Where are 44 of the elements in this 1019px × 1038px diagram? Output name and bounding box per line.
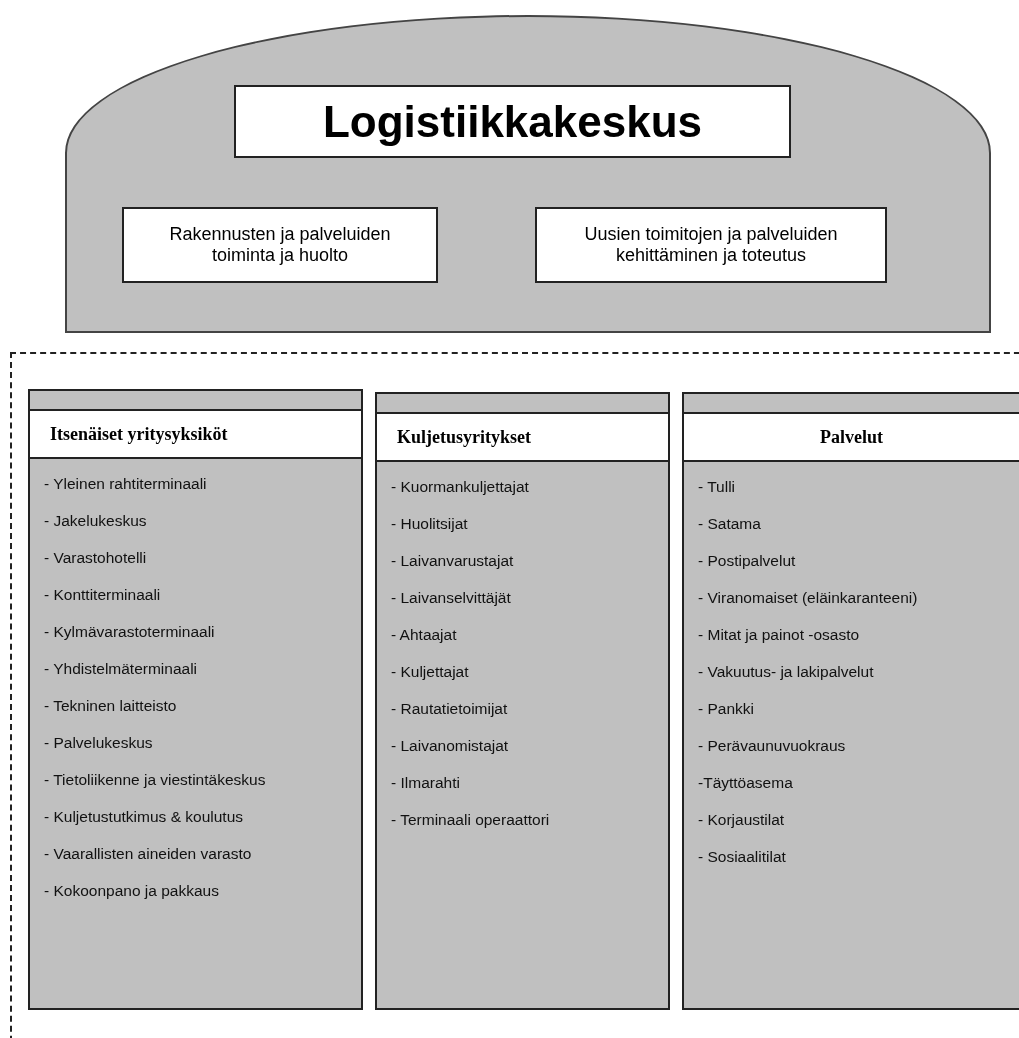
list-item: - Konttiterminaali (44, 585, 162, 605)
list-item: -Täyttöasema (698, 773, 794, 793)
list-item: - Kokoonpano ja pakkaus (44, 881, 220, 901)
list-item: - Rautatietoimijat (391, 699, 509, 719)
title-box: Logistiikkakeskus (234, 85, 791, 158)
list-item: - Kuljettajat (391, 662, 470, 682)
list-panel (28, 389, 363, 1010)
column-heading: Kuljetusyritykset (375, 412, 670, 462)
column-heading: Itsenäiset yritysyksiköt (28, 409, 363, 459)
list-item: - Tekninen laitteisto (44, 696, 178, 716)
arch-panel (65, 15, 991, 333)
list-item: - Vakuutus- ja lakipalvelut (698, 662, 875, 682)
list-item: - Korjaustilat (698, 810, 786, 830)
list-item: - Laivanomistajat (391, 736, 510, 756)
list-item: - Palvelukeskus (44, 733, 154, 753)
list-item: - Ahtaajat (391, 625, 458, 645)
list-item: - Perävaunuvuokraus (698, 736, 847, 756)
dashed-frame (10, 352, 1019, 1038)
list-item: - Terminaali operaattori (391, 810, 551, 830)
list-item: - Laivanvarustajat (391, 551, 515, 571)
list-item: - Satama (698, 514, 762, 534)
list-item: - Ilmarahti (391, 773, 461, 793)
list-item: - Kuormankuljettajat (391, 477, 530, 497)
list-item: - Laivanselvittäjät (391, 588, 512, 608)
list-item: - Kuljetustutkimus & koulutus (44, 807, 244, 827)
list-item: - Kylmävarastoterminaali (44, 622, 216, 642)
list-item: - Tulli (698, 477, 737, 497)
column-heading: Palvelut (682, 412, 1019, 462)
list-item: - Sosiaalitilat (698, 847, 787, 867)
list-item: - Yhdistelmäterminaali (44, 659, 199, 679)
text-box: Rakennusten ja palveluiden toiminta ja huolto (122, 207, 438, 283)
list-item: - Yleinen rahtiterminaali (44, 474, 208, 494)
list-panel (375, 392, 670, 1010)
list-panel (682, 392, 1019, 1010)
text-box: Uusien toimitojen ja palveluiden kehittäminen ja toteutus (535, 207, 887, 283)
list-item: - Vaarallisten aineiden varasto (44, 844, 253, 864)
list-item: - Varastohotelli (44, 548, 148, 568)
list-item: - Postipalvelut (698, 551, 797, 571)
list-item: - Pankki (698, 699, 755, 719)
list-item: - Tietoliikenne ja viestintäkeskus (44, 770, 267, 790)
list-item: - Mitat ja painot -osasto (698, 625, 861, 645)
list-item: - Viranomaiset (eläinkaranteeni) (698, 588, 919, 608)
list-item: - Huolitsijat (391, 514, 469, 534)
list-item: - Jakelukeskus (44, 511, 148, 531)
